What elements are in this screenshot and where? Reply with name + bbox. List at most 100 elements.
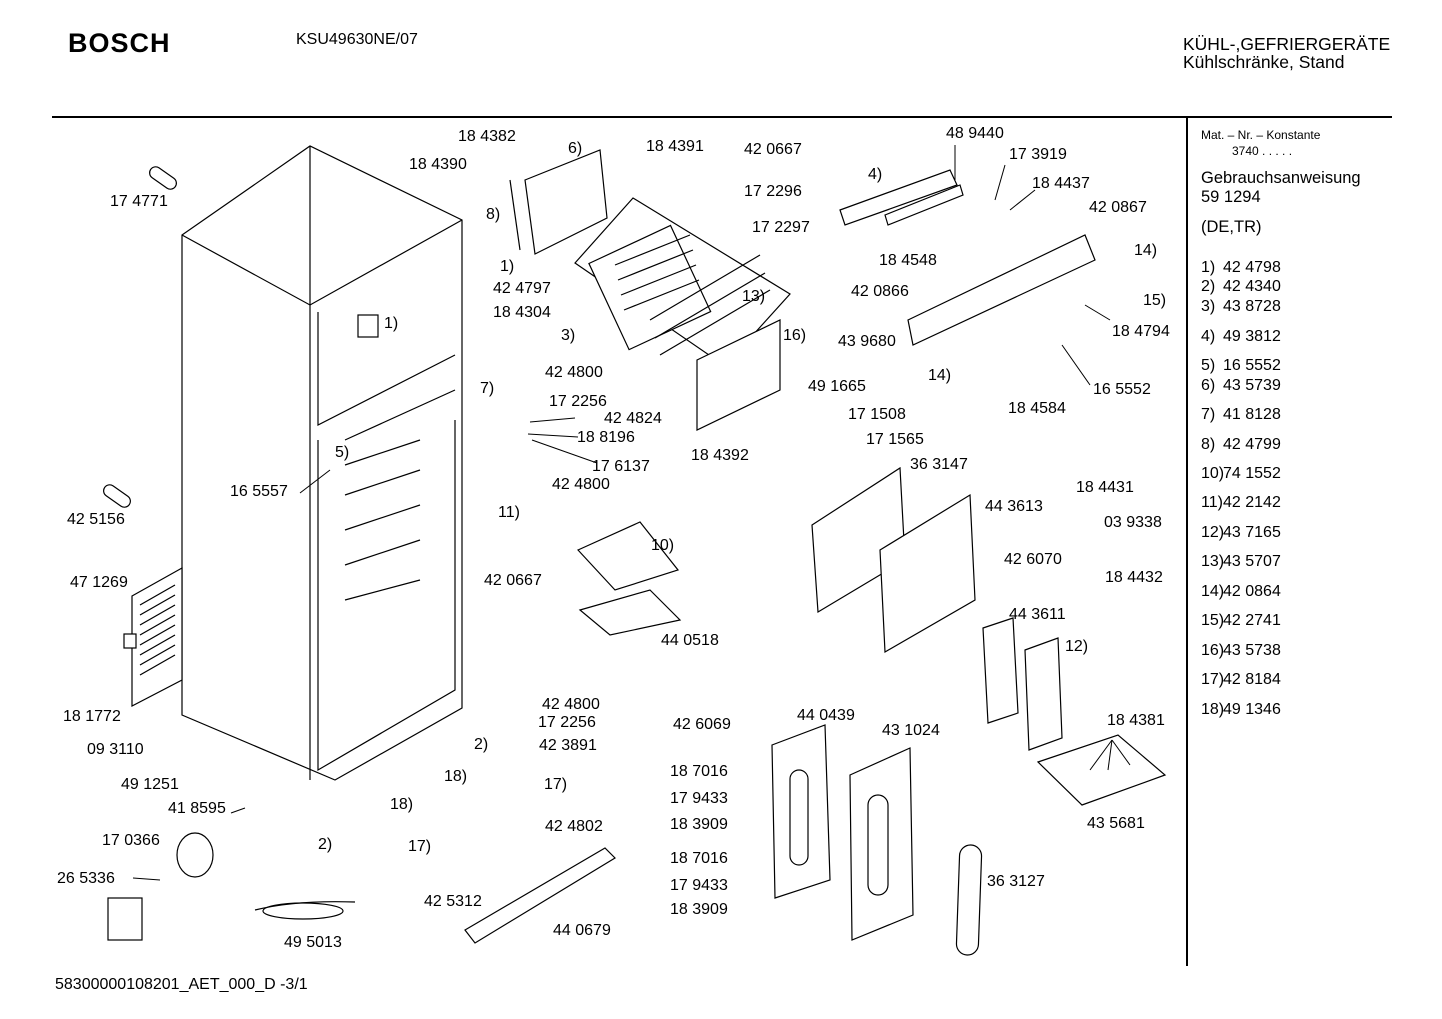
reference-value: 49 1346 <box>1223 701 1281 718</box>
part-label: 17 2256 <box>538 714 596 731</box>
part-label: 42 4824 <box>604 410 662 427</box>
category-title: KÜHL-,GEFRIERGERÄTE <box>1183 34 1391 54</box>
reference-number: 8) <box>1201 436 1216 453</box>
reference-value: 49 3812 <box>1223 328 1281 345</box>
manual-number: 59 1294 <box>1201 188 1261 206</box>
part-label: 18 3909 <box>670 816 728 833</box>
part-label: 17 1508 <box>848 406 906 423</box>
reference-row: 14)42 0864 <box>1201 583 1281 601</box>
part-label: 17) <box>408 838 432 855</box>
part-label: 1) <box>384 315 399 332</box>
category-subtitle: Kühlschränke, Stand <box>1183 52 1345 72</box>
reference-number: 2) <box>1201 278 1216 295</box>
part-label: 44 0518 <box>661 632 719 649</box>
part-label: 18) <box>390 796 414 813</box>
reference-row: 3)43 8728 <box>1201 298 1281 316</box>
part-label: 42 0867 <box>1089 199 1147 216</box>
reference-row: 16)43 5738 <box>1201 642 1281 660</box>
part-label: 36 3127 <box>987 873 1045 890</box>
reference-value: 42 2142 <box>1223 494 1281 511</box>
part-label: 16 5552 <box>1093 381 1151 398</box>
reference-value: 43 5739 <box>1223 377 1281 394</box>
part-label: 2) <box>318 836 333 853</box>
part-label: 42 4797 <box>493 280 551 297</box>
part-label: 44 0679 <box>553 922 611 939</box>
part-label: 42 0667 <box>484 572 542 589</box>
reference-value: 16 5552 <box>1223 357 1281 374</box>
part-label: 17 1565 <box>866 431 924 448</box>
reference-row: 13)43 5707 <box>1201 553 1281 571</box>
part-label: 48 9440 <box>946 125 1004 142</box>
brand-logo: BOSCH <box>68 28 171 58</box>
reference-row: 11)42 2142 <box>1201 494 1281 512</box>
part-label: 43 9680 <box>838 333 896 350</box>
part-label: 18 7016 <box>670 850 728 867</box>
part-label: 44 3611 <box>1009 606 1066 623</box>
reference-row: 4)49 3812 <box>1201 328 1281 346</box>
part-label: 18 4391 <box>646 138 704 155</box>
part-label: 16) <box>783 327 807 344</box>
fridge-cabinet <box>181 145 463 781</box>
reference-number: 5) <box>1201 357 1216 374</box>
part-label: 18) <box>444 768 468 785</box>
reference-row: 18)49 1346 <box>1201 701 1281 719</box>
part-label: 15) <box>1143 292 1167 309</box>
model-number: KSU49630NE/07 <box>296 31 418 48</box>
part-label: 18 8196 <box>577 429 635 446</box>
part-label: 42 5156 <box>67 511 125 528</box>
reference-number: 10) <box>1201 465 1225 482</box>
reference-number: 1) <box>1201 259 1216 276</box>
part-label: 42 4800 <box>552 476 610 493</box>
reference-value: 42 4340 <box>1223 278 1281 295</box>
part-label: 18 4431 <box>1076 479 1134 496</box>
reference-number: 3) <box>1201 298 1216 315</box>
part-label: 42 5312 <box>424 893 482 910</box>
top-cover <box>509 149 608 255</box>
reference-row: 5) 16 5552 <box>1201 357 1281 375</box>
reference-row: 8) 42 4799 <box>1201 436 1281 454</box>
reference-value: 43 5707 <box>1223 553 1281 570</box>
part-label: 16 5557 <box>230 483 288 500</box>
reference-row: 15)42 2741 <box>1201 612 1281 630</box>
part-label: 42 4802 <box>545 818 603 835</box>
part-label: 42 0866 <box>851 283 909 300</box>
part-label: 18 4390 <box>409 156 467 173</box>
part-label: 43 1024 <box>882 722 940 739</box>
part-label: 49 1665 <box>808 378 866 395</box>
part-label: 18 4392 <box>691 447 749 464</box>
reference-row: 2) 42 4340 <box>1201 278 1281 296</box>
part-label: 18 4382 <box>458 128 516 145</box>
reference-value: 41 8128 <box>1223 406 1281 423</box>
part-label: 18 4437 <box>1032 175 1090 192</box>
part-label: 5) <box>335 444 350 461</box>
reference-value: 42 0864 <box>1223 583 1281 600</box>
part-label: 17 9433 <box>670 790 728 807</box>
reference-value: 42 2741 <box>1223 612 1281 629</box>
reference-value: 74 1552 <box>1223 465 1281 482</box>
part-label: 1) <box>500 258 515 275</box>
part-label: 7) <box>480 380 495 397</box>
part-label: 17) <box>544 776 568 793</box>
control-panel <box>839 169 1096 346</box>
door-liners <box>771 724 983 956</box>
reference-row: 7)41 8128 <box>1201 406 1281 424</box>
part-label: 47 1269 <box>70 574 128 591</box>
reference-number: 6) <box>1201 377 1216 394</box>
part-label: 17 0366 <box>102 832 160 849</box>
reference-number: 16) <box>1201 642 1225 659</box>
reference-value: 42 8184 <box>1223 671 1281 688</box>
part-label: 42 4800 <box>542 696 600 713</box>
part-label: 44 0439 <box>797 707 855 724</box>
part-label: 13) <box>742 288 766 305</box>
part-label: 49 1251 <box>121 776 179 793</box>
reference-value: 42 4799 <box>1223 436 1281 453</box>
part-label: 42 0667 <box>744 141 802 158</box>
manual-language: (DE,TR) <box>1201 218 1262 236</box>
reference-row: 12)43 7165 <box>1201 524 1281 542</box>
part-label: 18 4794 <box>1112 323 1170 340</box>
reference-number: 18) <box>1201 701 1225 718</box>
reference-row: 6) 43 5739 <box>1201 377 1281 395</box>
reference-number: 12) <box>1201 524 1225 541</box>
part-label: 44 3613 <box>985 498 1043 515</box>
